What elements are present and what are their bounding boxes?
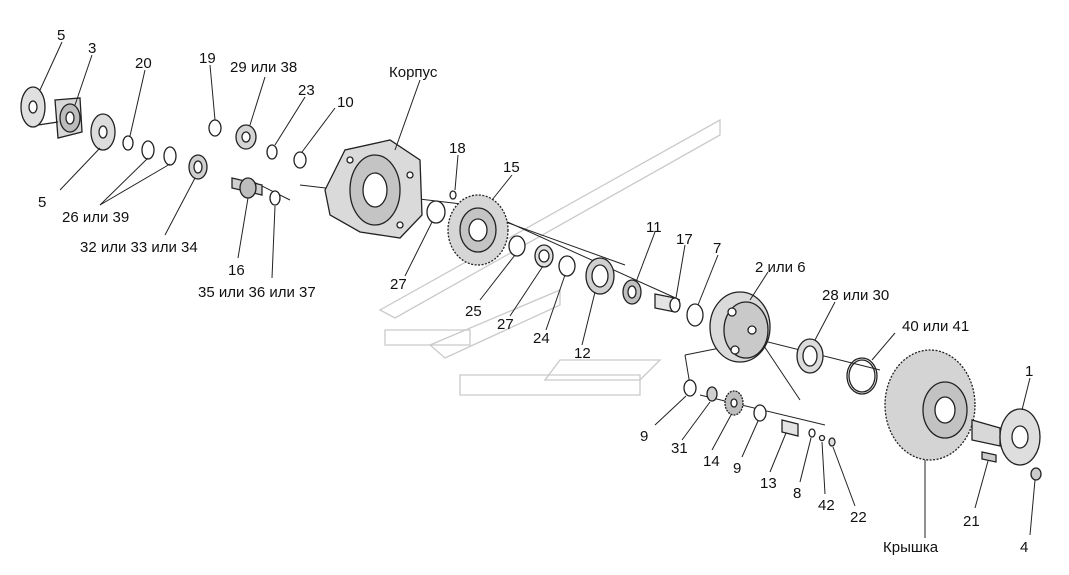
label-26-39: 26 или 39 (62, 209, 129, 226)
part-24-ring (558, 255, 576, 277)
label-korpus: Корпус (389, 64, 438, 81)
part-7-ring (686, 303, 704, 327)
part-27-ring-left (426, 200, 446, 224)
label-10: 10 (337, 94, 354, 111)
part-31-ring (706, 386, 718, 402)
label-13: 13 (760, 475, 777, 492)
label-42: 42 (818, 497, 835, 514)
label-5-top: 5 (57, 27, 65, 44)
part-17-sleeve (654, 293, 681, 313)
label-16: 16 (228, 262, 245, 279)
label-18: 18 (449, 140, 466, 157)
part-9-ring-a (683, 379, 697, 397)
part-18-pin (449, 190, 457, 200)
part-22-screw (828, 437, 836, 447)
label-22: 22 (850, 509, 867, 526)
callout-labels: 5 3 20 19 29 или 38 23 10 Корпус 18 15 5… (38, 27, 1033, 556)
part-23-ring (266, 144, 278, 160)
label-40-41: 40 или 41 (902, 318, 969, 335)
part-20-washer (122, 135, 134, 151)
label-15: 15 (503, 159, 520, 176)
label-7: 7 (713, 240, 721, 257)
part-2-carrier (709, 291, 771, 363)
part-15-gear (447, 194, 509, 266)
label-23: 23 (298, 82, 315, 99)
label-11: 11 (646, 219, 662, 236)
label-25: 25 (465, 303, 482, 320)
part-1-hub (971, 408, 1041, 466)
label-21: 21 (963, 513, 980, 530)
label-9-a: 9 (640, 428, 648, 445)
part-5-disc-lower (90, 113, 116, 151)
label-12: 12 (574, 345, 591, 362)
label-8: 8 (793, 485, 801, 502)
label-kryshka: Крышка (883, 539, 939, 556)
part-12-bearing (585, 257, 615, 295)
label-28-30: 28 или 30 (822, 287, 889, 304)
part-8-washer (808, 428, 816, 438)
label-19: 19 (199, 50, 216, 67)
label-35-36-37: 35 или 36 или 37 (198, 284, 316, 301)
part-14-gear (724, 390, 744, 416)
part-26-rings (141, 140, 177, 166)
label-2-6: 2 или 6 (755, 259, 806, 276)
part-cover (884, 349, 976, 461)
part-19-ring (208, 119, 222, 137)
part-11-roller (622, 279, 642, 305)
part-27-ring-right (534, 244, 554, 268)
part-13-pin (781, 419, 799, 437)
part-4-nut (1030, 467, 1042, 481)
part-10-ring (293, 151, 307, 169)
label-27-left: 27 (390, 276, 407, 293)
label-4: 4 (1020, 539, 1028, 556)
part-16-shaft (231, 177, 263, 199)
leader-lines (39, 41, 1036, 538)
label-14: 14 (703, 453, 720, 470)
part-40-ring (846, 357, 878, 395)
part-29-bearing (235, 124, 257, 150)
part-5-disc-top (20, 86, 46, 128)
part-21-bolt (981, 451, 997, 463)
label-31: 31 (671, 440, 688, 457)
label-9-b: 9 (733, 460, 741, 477)
label-3: 3 (88, 40, 96, 57)
part-housing (324, 139, 423, 239)
label-17: 17 (676, 231, 693, 248)
label-24: 24 (533, 330, 550, 347)
label-1: 1 (1025, 363, 1033, 380)
part-42-ball (818, 434, 826, 442)
part-32-bearing (188, 154, 208, 180)
label-27-right: 27 (497, 316, 514, 333)
part-25-ring (508, 235, 526, 257)
part-35-ring (269, 190, 281, 206)
part-3-flange (37, 97, 83, 139)
label-20: 20 (135, 55, 152, 72)
part-28-seal (796, 338, 824, 374)
label-5-lower: 5 (38, 194, 46, 211)
label-29-38: 29 или 38 (230, 59, 297, 76)
part-9-ring-b (753, 404, 767, 422)
label-32-33-34: 32 или 33 или 34 (80, 239, 198, 256)
watermark-logo (378, 118, 721, 396)
